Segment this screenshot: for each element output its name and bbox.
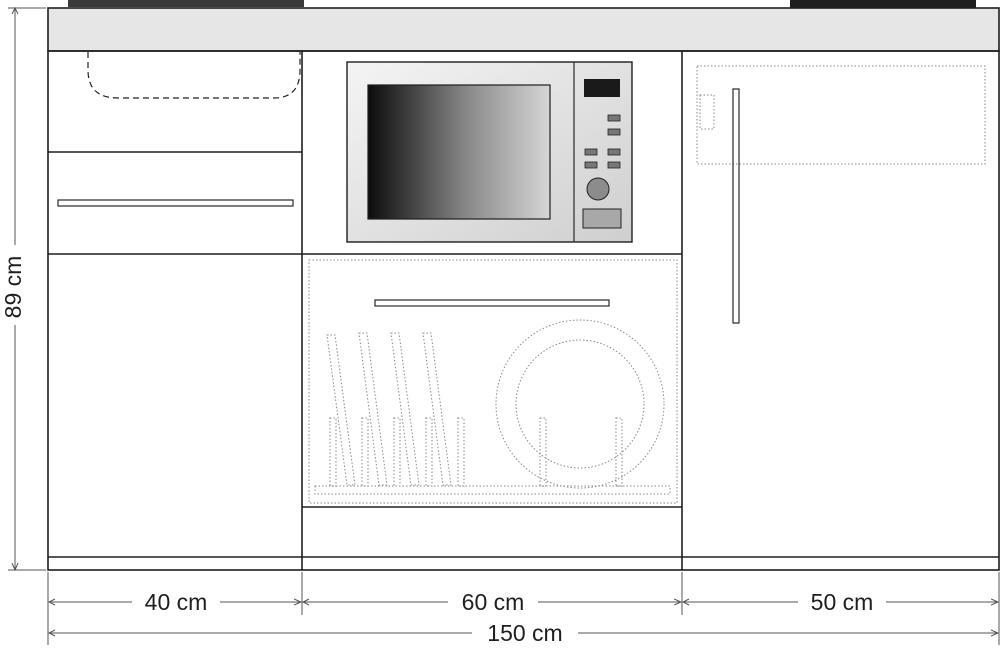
dishwasher-handle [374, 299, 610, 307]
microwave-window [367, 84, 551, 220]
height-label: 89 cm [0, 256, 26, 319]
height-label-bg [2, 245, 28, 325]
dishwasher-plate-rack [314, 332, 671, 495]
width-left-label-bg [132, 588, 220, 616]
dishwasher-plate [495, 319, 665, 489]
dishwasher-panel-outline [308, 259, 678, 504]
microwave-button [607, 148, 621, 156]
microwave-button [607, 161, 621, 169]
width-middle-label: 60 cm [462, 589, 525, 615]
microwave-display [584, 79, 620, 97]
cabinet-body [47, 50, 1000, 571]
sink-bowl-dotted [87, 52, 301, 99]
cooktop-right [790, 0, 976, 8]
width-right-label-bg [798, 588, 886, 616]
microwave-door-release [582, 208, 622, 229]
countertop [47, 7, 1000, 52]
width-right-label: 50 cm [811, 589, 874, 615]
width-left-label: 40 cm [145, 589, 208, 615]
microwave-button [607, 114, 621, 122]
microwave-button [607, 128, 621, 136]
microwave-knob [586, 177, 610, 201]
width-total-label-bg [472, 620, 578, 648]
fridge-freezer-compartment [696, 65, 986, 165]
left-drawer-handle [57, 199, 294, 207]
width-total-label: 150 cm [487, 620, 562, 646]
microwave-button [584, 161, 598, 169]
fridge-small-outline [699, 94, 715, 130]
microwave-button [584, 148, 598, 156]
fridge-handle [732, 88, 740, 324]
width-middle-label-bg [448, 588, 538, 616]
cooktop-left [68, 0, 304, 7]
